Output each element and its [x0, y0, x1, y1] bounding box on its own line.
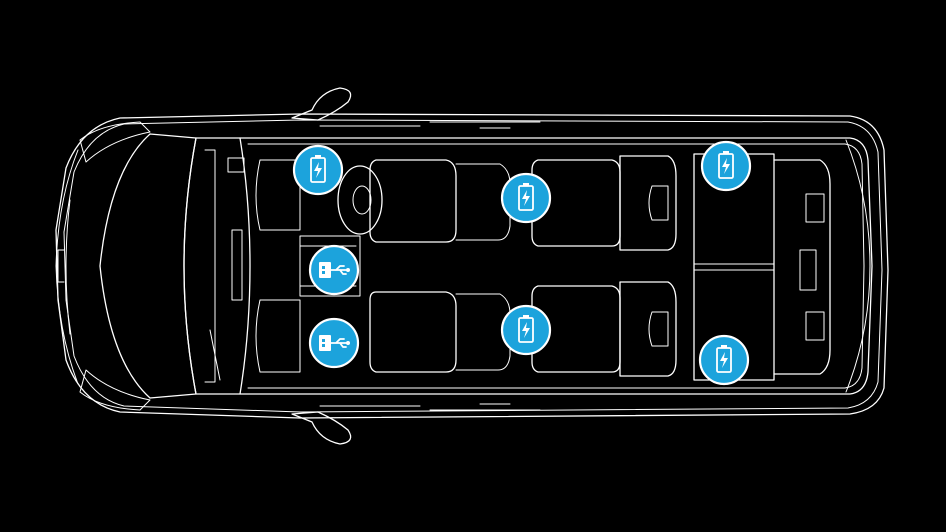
hood-outline	[99, 133, 197, 399]
marker-battery-driver-front	[292, 144, 344, 196]
row2-headrest-right	[648, 311, 669, 347]
windshield	[183, 137, 251, 395]
van-outline	[55, 87, 889, 445]
row2-seat-left	[531, 159, 621, 247]
driver-footwell	[227, 157, 301, 231]
mirror-right	[291, 411, 352, 445]
passenger-footwell	[255, 299, 301, 373]
battery-charge-icon	[310, 155, 326, 183]
mirror-left	[291, 87, 352, 121]
steering-hub	[352, 185, 372, 215]
battery-charge-icon	[718, 151, 734, 179]
headlight-lower	[79, 369, 151, 411]
row3-bench-split	[693, 263, 775, 271]
door-rail-right	[319, 403, 541, 411]
door-rail-left	[319, 121, 541, 129]
steering-wheel	[337, 165, 383, 235]
front-bumper	[55, 149, 79, 385]
battery-charge-icon	[716, 345, 732, 373]
row2-seat-right	[531, 285, 621, 373]
cabin-interior	[239, 137, 873, 395]
marker-battery-row3-left	[700, 140, 752, 192]
marker-battery-row2-right	[500, 304, 552, 356]
row3-bench-back	[773, 159, 831, 375]
row2-headrest-left	[648, 185, 669, 221]
driver-seat	[369, 159, 457, 243]
van-body-inner	[63, 119, 883, 413]
usb-icon	[319, 262, 350, 278]
marker-usb-console-upper	[308, 244, 360, 296]
battery-charge-icon	[518, 183, 534, 211]
marker-battery-row2-left	[500, 172, 552, 224]
wiper-area	[204, 149, 216, 383]
marker-usb-console-lower	[308, 317, 360, 369]
usb-icon	[319, 335, 350, 351]
row2-seat-left-back	[619, 155, 677, 251]
front-grille	[57, 199, 71, 335]
row3-headrests	[799, 193, 825, 341]
dash-vents	[209, 229, 243, 381]
passenger-seat	[369, 291, 457, 373]
van-body-outline	[55, 113, 889, 419]
rear-hatch	[845, 139, 871, 393]
cabin-inner-trim	[247, 143, 865, 389]
charging-markers	[292, 140, 752, 386]
marker-battery-row3-right	[698, 334, 750, 386]
headlight-upper	[79, 121, 151, 163]
battery-charge-icon	[518, 315, 534, 343]
row2-seat-right-back	[619, 281, 677, 377]
